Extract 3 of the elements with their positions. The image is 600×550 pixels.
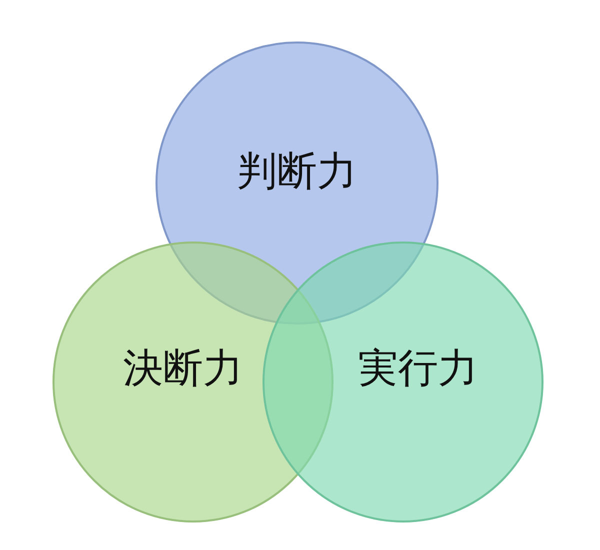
circle-label: 実行力 [358,344,478,394]
circle-label: 決断力 [123,344,243,394]
circle-label: 判断力 [237,148,357,196]
